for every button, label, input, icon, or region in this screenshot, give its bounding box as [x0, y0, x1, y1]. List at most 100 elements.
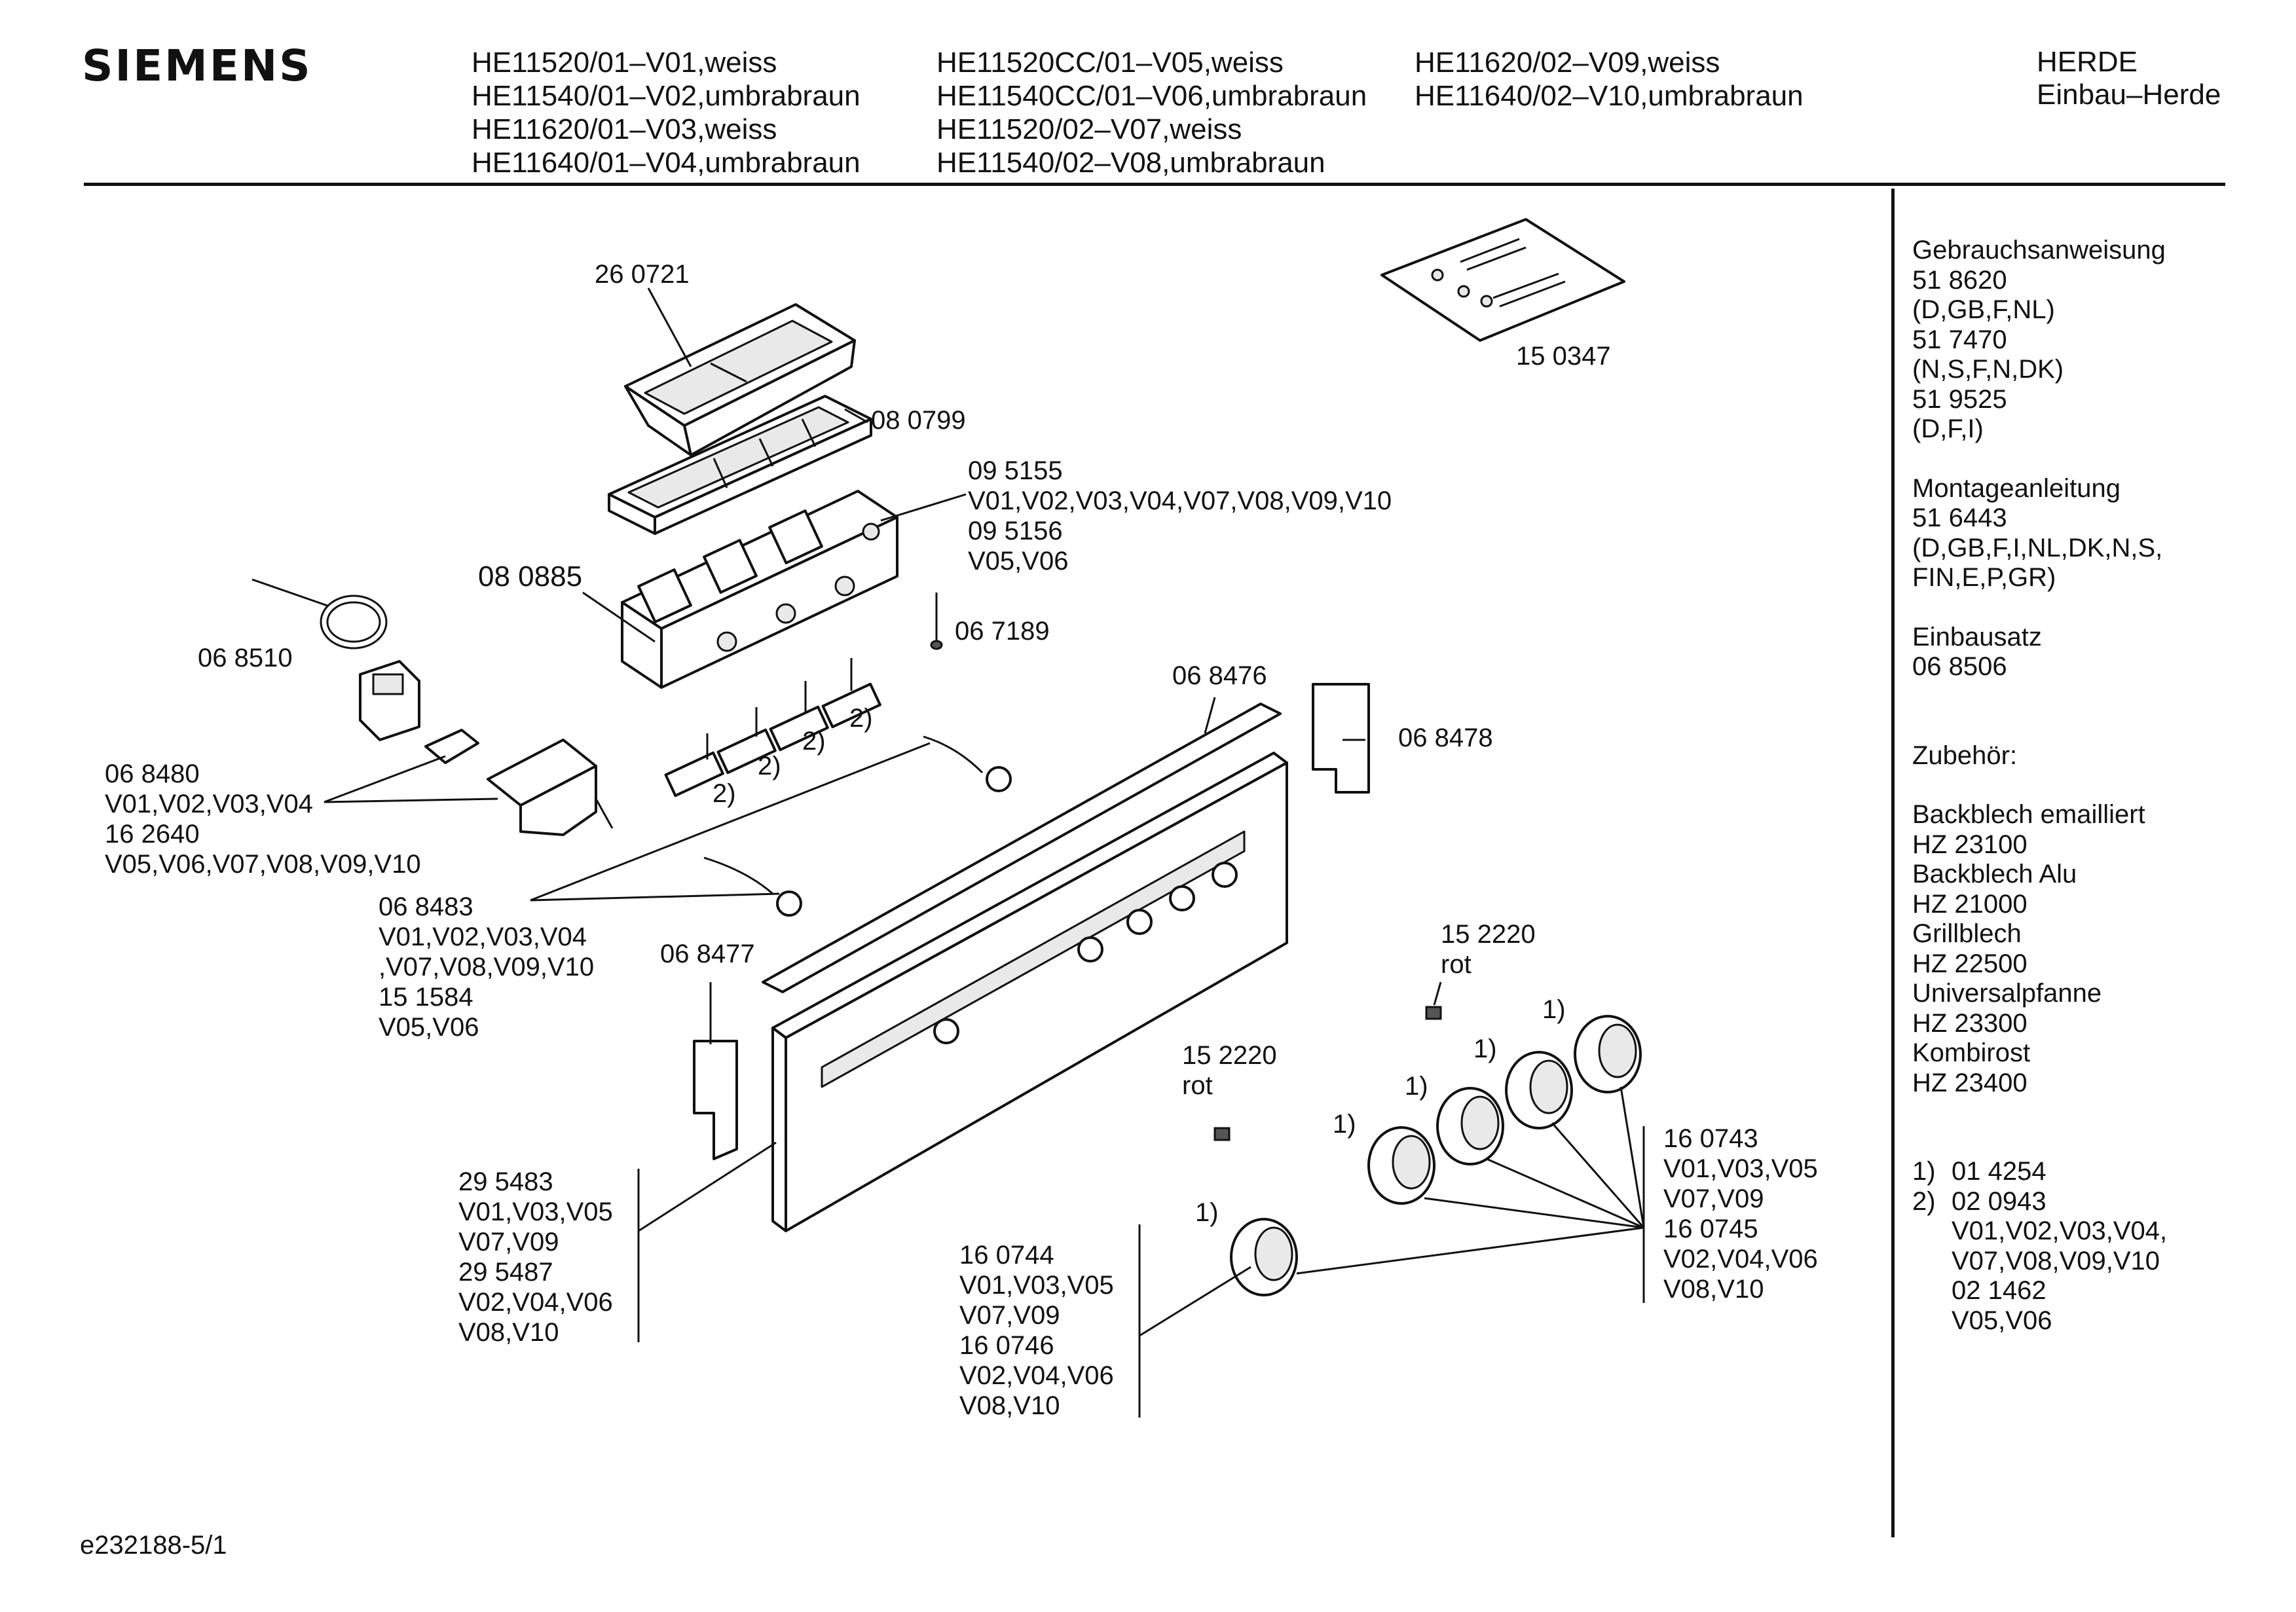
control-knobs	[1230, 1015, 1642, 1296]
header-divider	[84, 183, 2225, 186]
label-095155-variants: V01,V02,V03,V04,V07,V08,V09,V10	[968, 486, 1392, 515]
label-160745: 16 0745	[1663, 1215, 1758, 1243]
label-160746: 16 0746	[959, 1331, 1054, 1360]
kit-code: 06 8506	[1912, 652, 2007, 681]
label-067189: 06 7189	[955, 617, 1050, 646]
manual-languages: (N,S,F,N,DK)	[1912, 355, 2064, 384]
label-151584: 15 1584	[379, 983, 473, 1012]
label-080799: 08 0799	[871, 406, 966, 435]
accessories-title: Zubehör:	[1912, 741, 2018, 770]
manual-code: 51 8620	[1912, 265, 2007, 295]
control-panel	[771, 752, 1288, 1232]
accessory-name: Grillblech	[1912, 919, 2022, 948]
model-line: HE11640/01–V04,umbrabraun	[472, 147, 861, 179]
label-295483: 29 5483	[458, 1167, 553, 1196]
label-068478: 06 8478	[1398, 724, 1493, 752]
label-note2: 2)	[713, 779, 736, 808]
label-note1: 1)	[1473, 1035, 1497, 1063]
footnote-variants: V01,V02,V03,V04,	[1952, 1217, 2168, 1245]
brackets	[693, 683, 1370, 1160]
accessory-name: Universalpfanne	[1912, 979, 2102, 1008]
label-295483-variants: V07,V09	[458, 1228, 559, 1256]
footnote-2: 2) 02 0943	[1912, 1187, 2167, 1217]
label-note1: 1)	[1333, 1110, 1356, 1139]
label-095155: 09 5155	[968, 456, 1063, 485]
trim-strip	[762, 703, 1282, 993]
label-095156-variants: V05,V06	[968, 547, 1068, 576]
label-160744: 16 0744	[959, 1241, 1054, 1270]
footnote-variants: V07,V08,V09,V10	[1952, 1246, 2160, 1275]
label-260721: 26 0721	[595, 260, 690, 289]
label-160744-variants: V07,V09	[959, 1301, 1060, 1330]
label-068480-variants: V01,V02,V03,V04	[105, 790, 313, 818]
model-line: HE11520/01–V01,weiss	[472, 46, 777, 79]
model-line: HE11620/01–V03,weiss	[472, 113, 777, 145]
label-160746-variants: V08,V10	[959, 1391, 1060, 1420]
product-category: HERDE Einbau–Herde	[2037, 46, 2221, 111]
install-languages: (D,GB,F,I,NL,DK,N,S,	[1912, 533, 2163, 562]
label-295487-variants: V08,V10	[458, 1318, 559, 1347]
label-rot: rot	[1182, 1071, 1213, 1100]
label-152220: 15 2220	[1441, 920, 1536, 949]
label-295483-variants: V01,V03,V05	[458, 1198, 613, 1226]
model-line: HE11640/02–V10,umbrabraun	[1415, 80, 1804, 112]
label-068483-variants: V01,V02,V03,V04	[379, 923, 587, 951]
screw-bag	[1380, 218, 1625, 342]
drawer-tray	[624, 303, 856, 456]
label-note1: 1)	[1542, 995, 1566, 1024]
accessory-code: HZ 21000	[1912, 889, 2028, 919]
model-list-column-2: HE11520CC/01–V05,weiss HE11540CC/01–V06,…	[936, 46, 1367, 179]
model-line: HE11540/01–V02,umbrabraun	[472, 80, 861, 112]
label-160744-variants: V01,V03,V05	[959, 1271, 1114, 1300]
label-note2: 2)	[802, 727, 826, 756]
accessory-code: HZ 23300	[1912, 1008, 2028, 1038]
label-068477: 06 8477	[660, 940, 755, 968]
label-160745-variants: V08,V10	[1663, 1275, 1764, 1304]
label-160745-variants: V02,V04,V06	[1663, 1245, 1818, 1273]
label-068510: 06 8510	[198, 644, 293, 672]
leader-lines	[324, 287, 1645, 1418]
selector-switches	[664, 658, 881, 797]
accessory-name: Kombirost	[1912, 1038, 2031, 1067]
model-line: HE11540CC/01–V06,umbrabraun	[936, 80, 1367, 112]
sidebar-info: Gebrauchsanweisung 51 8620 (D,GB,F,NL) 5…	[1912, 236, 2167, 1336]
model-line: HE11520/02–V07,weiss	[936, 113, 1242, 145]
install-code: 51 6443	[1912, 504, 2007, 532]
accessory-code: HZ 23100	[1912, 830, 2028, 859]
manual-code: 51 9525	[1912, 384, 2007, 414]
footnote-code: 02 0943	[1952, 1186, 2046, 1216]
model-list-column-3: HE11620/02–V09,weiss HE11640/02–V10,umbr…	[1415, 46, 1804, 113]
label-080885: 08 0885	[478, 560, 582, 593]
siemens-logo: SIEMENS	[82, 41, 312, 91]
accessory-name: Backblech Alu	[1912, 860, 2077, 888]
label-068483-variants: ,V07,V08,V09,V10	[379, 953, 594, 981]
label-095156: 09 5156	[968, 517, 1063, 545]
model-line: HE11540/02–V08,umbrabraun	[936, 147, 1325, 179]
footnote-variants: V05,V06	[1952, 1306, 2052, 1335]
label-068476: 06 8476	[1172, 661, 1267, 690]
label-295487: 29 5487	[458, 1258, 553, 1287]
kit-title: Einbausatz	[1912, 622, 2042, 651]
footnote-code: 01 4254	[1952, 1157, 2046, 1186]
manual-code: 51 7470	[1912, 325, 2007, 354]
model-line: HE11520CC/01–V05,weiss	[936, 46, 1284, 79]
label-160743-variants: V07,V09	[1663, 1184, 1764, 1213]
manual-languages: (D,F,I)	[1912, 414, 1984, 443]
label-note1: 1)	[1195, 1198, 1219, 1227]
install-languages: FIN,E,P,GR)	[1912, 563, 2056, 592]
label-151584-variants: V05,V06	[379, 1013, 479, 1042]
label-160743: 16 0743	[1663, 1124, 1758, 1153]
indicator-lamps	[703, 735, 1012, 917]
label-162640-variants: V05,V06,V07,V08,V09,V10	[105, 850, 421, 879]
label-note2: 2)	[758, 752, 781, 780]
label-160743-variants: V01,V03,V05	[1663, 1154, 1818, 1183]
category-line: HERDE	[2037, 46, 2138, 78]
model-line: HE11620/02–V09,weiss	[1415, 46, 1720, 79]
lamp-holder	[1213, 1006, 1442, 1141]
thermostat	[251, 578, 420, 741]
label-152220: 15 2220	[1182, 1041, 1277, 1070]
accessory-code: HZ 22500	[1912, 949, 2028, 978]
label-068483: 06 8483	[379, 892, 473, 921]
install-title: Montageanleitung	[1912, 473, 2121, 503]
